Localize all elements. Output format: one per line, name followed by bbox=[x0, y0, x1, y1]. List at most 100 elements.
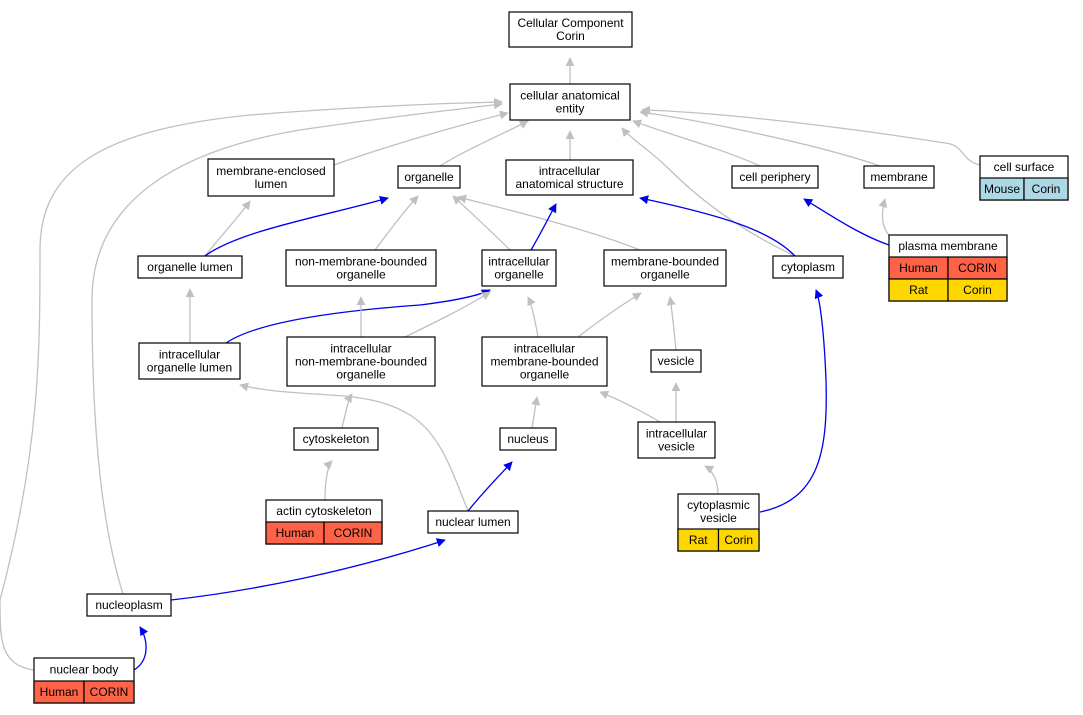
node-label: Corin bbox=[556, 29, 585, 43]
edge-nucleoplasm-to-cae bbox=[91, 100, 503, 595]
edge-imbo-to-mbo bbox=[577, 292, 642, 338]
node-box bbox=[293, 427, 379, 451]
edge-nucleoplasm-to-nlumen bbox=[170, 538, 446, 601]
node-label: membrane bbox=[870, 170, 928, 184]
node-label: intracellular bbox=[539, 164, 600, 178]
annotation-species: Human bbox=[40, 685, 79, 699]
annotation-species: Mouse bbox=[984, 182, 1020, 196]
node-box bbox=[499, 427, 557, 451]
node-nlumen[interactable]: nuclear lumen bbox=[427, 510, 519, 534]
node-label: Cellular Component bbox=[517, 16, 624, 30]
node-box bbox=[650, 349, 702, 373]
edge-iol-to-io bbox=[225, 289, 491, 344]
node-label: non-membrane-bounded bbox=[295, 255, 427, 269]
node-label: intracellular bbox=[159, 348, 220, 362]
edge-cytoskeleton-to-inmbo bbox=[341, 393, 353, 429]
edge-nlumen-to-iol bbox=[239, 382, 469, 512]
node-label: cell periphery bbox=[739, 170, 810, 184]
node-box bbox=[207, 158, 335, 197]
annotation-gene: CORIN bbox=[958, 261, 997, 275]
edge-nmbo-to-organelle bbox=[374, 195, 419, 251]
edge-actin-to-cytoskeleton bbox=[323, 460, 333, 501]
node-periphery[interactable]: cell periphery bbox=[731, 165, 819, 189]
annotation-gene: Corin bbox=[724, 533, 753, 547]
edge-cvesicle-to-cytoplasm bbox=[759, 289, 827, 513]
node-label: intracellular bbox=[514, 342, 575, 356]
node-label: vesicle bbox=[700, 511, 737, 525]
annotation-gene: CORIN bbox=[334, 526, 373, 540]
edge-olumen-to-organelle bbox=[204, 195, 389, 257]
node-box bbox=[138, 342, 241, 380]
edge-vesicle-to-mbo bbox=[666, 296, 677, 351]
node-label: cytoskeleton bbox=[303, 432, 370, 446]
node-nucleoplasm[interactable]: nucleoplasm bbox=[86, 593, 172, 617]
edge-pm-to-periphery bbox=[803, 198, 890, 246]
node-box bbox=[505, 159, 634, 196]
annotation-species: Human bbox=[899, 261, 938, 275]
node-box bbox=[637, 421, 716, 459]
node-nucleus[interactable]: nucleus bbox=[499, 427, 557, 451]
node-label: nuclear body bbox=[50, 663, 119, 677]
annotation-gene-cell bbox=[83, 680, 135, 704]
edge-periphery-to-cae bbox=[632, 119, 761, 167]
node-label: nucleus bbox=[507, 432, 548, 446]
node-box bbox=[286, 336, 436, 387]
edge-organelle-to-cae bbox=[439, 120, 529, 167]
node-label: intracellular bbox=[330, 342, 391, 356]
node-inmbo[interactable]: intracellularnon-membrane-boundedorganel… bbox=[286, 336, 436, 387]
node-box bbox=[603, 249, 727, 287]
node-cytoplasm[interactable]: cytoplasm bbox=[772, 255, 844, 279]
node-label: anatomical structure bbox=[515, 177, 623, 191]
node-label: organelle bbox=[404, 170, 454, 184]
node-label: organelle bbox=[494, 268, 544, 282]
node-label: organelle lumen bbox=[147, 361, 232, 375]
edge-mel-to-cae bbox=[333, 110, 509, 166]
node-box bbox=[285, 249, 437, 287]
edge-nbody-to-nucleoplasm bbox=[133, 626, 149, 671]
node-label: lumen bbox=[255, 177, 288, 191]
node-label: nucleoplasm bbox=[95, 598, 162, 612]
node-cytoskeleton[interactable]: cytoskeleton bbox=[293, 427, 379, 451]
edge-pm-to-membrane bbox=[878, 198, 890, 236]
node-box bbox=[508, 11, 633, 48]
node-label: cytoplasm bbox=[781, 260, 835, 274]
node-box bbox=[427, 510, 519, 534]
node-label: actin cytoskeleton bbox=[276, 504, 371, 518]
node-olumen[interactable]: organelle lumen bbox=[137, 255, 243, 279]
annotation-gene: CORIN bbox=[90, 685, 129, 699]
node-box bbox=[481, 249, 557, 287]
node-label: nuclear lumen bbox=[435, 515, 510, 529]
edge-cytoplasm-to-cae bbox=[621, 127, 796, 257]
edge-surface-to-cae bbox=[641, 105, 981, 166]
node-label: organelle bbox=[640, 268, 690, 282]
node-box bbox=[731, 165, 819, 189]
annotation-gene: Corin bbox=[963, 283, 992, 297]
annotation-gene: Corin bbox=[1032, 182, 1061, 196]
node-membrane[interactable]: membrane bbox=[863, 165, 935, 189]
annotation-gene-cell bbox=[1023, 177, 1069, 201]
node-label: membrane-bounded bbox=[611, 255, 719, 269]
edge-ivesicle-to-imbo bbox=[599, 390, 661, 423]
node-label: intracellular bbox=[646, 427, 707, 441]
node-box bbox=[137, 255, 243, 279]
node-label: entity bbox=[556, 102, 585, 116]
node-label: cellular anatomical bbox=[520, 89, 619, 103]
edge-nucleus-to-imbo bbox=[531, 396, 541, 429]
node-organelle[interactable]: organelle bbox=[397, 165, 461, 189]
node-vesicle[interactable]: vesicle bbox=[650, 349, 702, 373]
